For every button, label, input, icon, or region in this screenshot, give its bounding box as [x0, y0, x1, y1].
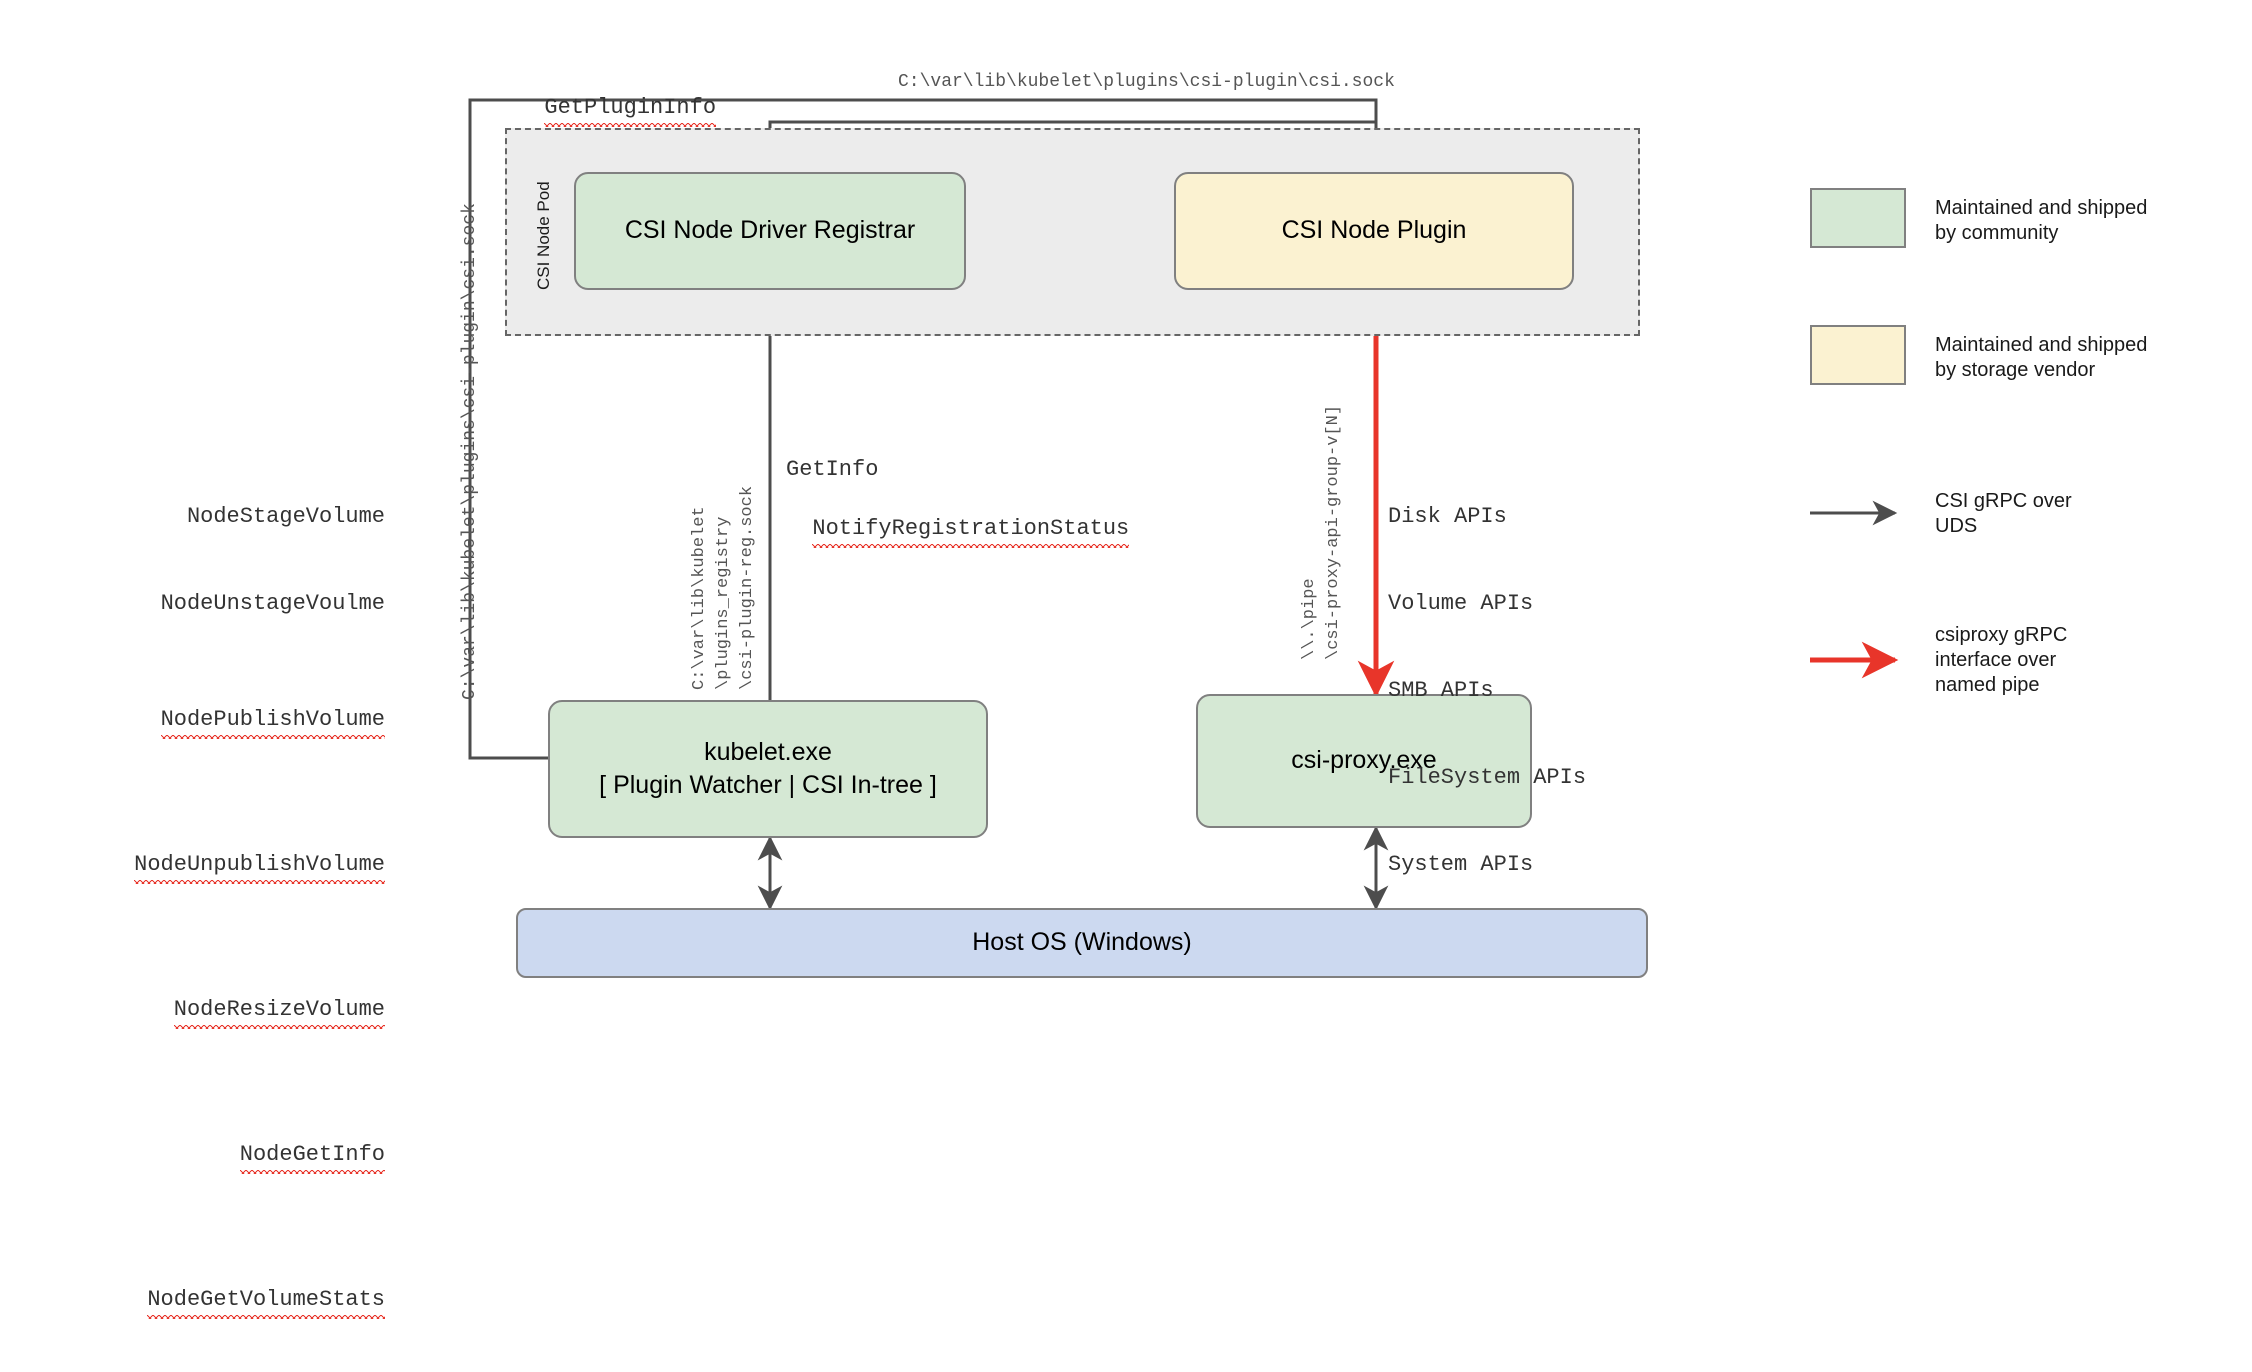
node-service-call-text: NodeUnpublishVolume: [134, 852, 385, 884]
node-csi-proxy-label: csi-proxy.exe: [1291, 746, 1437, 775]
legend-swatch-community: [1810, 188, 1906, 248]
node-csi-proxy[interactable]: csi-proxy.exe: [1196, 694, 1532, 828]
legend-label-csi-grpc-uds: CSI gRPC over UDS: [1935, 490, 2072, 537]
node-kubelet-line2: [ Plugin Watcher | CSI In-tree ]: [599, 771, 937, 799]
legend-swatch-storage-vendor: [1810, 325, 1906, 385]
label-named-pipe-line1: \\.\pipe: [1300, 578, 1319, 660]
node-service-call-text: NodePublishVolume: [160, 707, 386, 739]
node-kubelet-line1: kubelet.exe: [704, 737, 832, 766]
node-service-call-item: NodeStageVolume: [186, 504, 385, 529]
node-service-call-text: NodeGetVolumeStats: [147, 1287, 385, 1319]
legend-label-storage-vendor: Maintained and shipped by storage vendor: [1935, 334, 2148, 381]
node-service-call-text: NodeResizeVolume: [173, 997, 386, 1029]
csi-node-pod-label: CSI Node Pod: [534, 181, 553, 290]
legend-label-community: Maintained and shipped by community: [1935, 197, 2148, 244]
node-service-call-item: NodePublishVolume: [60, 676, 386, 763]
node-service-call-item: NodeGetInfo: [60, 1111, 386, 1198]
node-host-os-label: Host OS (Windows): [972, 928, 1192, 957]
legend-label-csiproxy-grpc: csiproxy gRPC interface over named pipe: [1935, 624, 2068, 696]
node-service-call-item: NodeGetVolumeStats: [60, 1256, 385, 1343]
node-service-call-list: NodeStageVolume NodeUnstageVoulme NodePu…: [60, 444, 386, 1372]
node-host-os[interactable]: Host OS (Windows): [516, 908, 1648, 978]
label-notifyregistrationstatus: NotifyRegistrationStatus: [786, 485, 1130, 548]
label-registry-path-line1: C:\var\lib\kubelet: [690, 506, 709, 690]
csiproxy-api-group-item: Disk APIs: [1388, 504, 1507, 529]
label-registry-path-line2: \plugins_registry: [714, 516, 733, 690]
csiproxy-api-group-item: SMB APIs: [1388, 678, 1494, 703]
node-service-call-item: NodeResizeVolume: [60, 966, 386, 1053]
label-getplugininfo-text: GetPluginInfo: [544, 95, 717, 127]
csiproxy-api-group-list: Disk APIs Volume APIs SMB APIs FileSyste…: [1388, 444, 1586, 908]
node-csi-node-plugin[interactable]: CSI Node Plugin: [1174, 172, 1574, 290]
node-csi-node-plugin-label: CSI Node Plugin: [1281, 216, 1467, 245]
label-registry-path-line3: \csi-plugin-reg.sock: [738, 485, 757, 690]
csiproxy-api-group-item: Volume APIs: [1388, 591, 1534, 616]
label-named-pipe-line2: \csi-proxy-api-group-v[N]: [1324, 404, 1343, 660]
label-csi-sock-path-left: C:\var\lib\kubelet\plugins\csi-plugin\cs…: [460, 203, 480, 700]
label-getplugininfo: GetPluginInfo: [518, 64, 717, 127]
node-service-call-item: NodeUnstageVoulme: [160, 591, 385, 616]
csiproxy-api-group-item: System APIs: [1388, 852, 1534, 877]
node-kubelet[interactable]: kubelet.exe [ Plugin Watcher | CSI In-tr…: [548, 700, 988, 838]
label-getinfo: GetInfo: [786, 457, 879, 482]
node-service-call-item: NodeUnpublishVolume: [60, 821, 385, 908]
node-csi-node-driver-registrar[interactable]: CSI Node Driver Registrar: [574, 172, 966, 290]
label-notifyregistrationstatus-text: NotifyRegistrationStatus: [812, 516, 1130, 548]
csiproxy-api-group-item: FileSystem APIs: [1388, 765, 1587, 790]
node-csi-node-driver-registrar-label: CSI Node Driver Registrar: [624, 216, 916, 245]
label-csi-sock-path-top: C:\var\lib\kubelet\plugins\csi-plugin\cs…: [898, 72, 1395, 92]
node-service-call-text: NodeGetInfo: [239, 1142, 386, 1174]
